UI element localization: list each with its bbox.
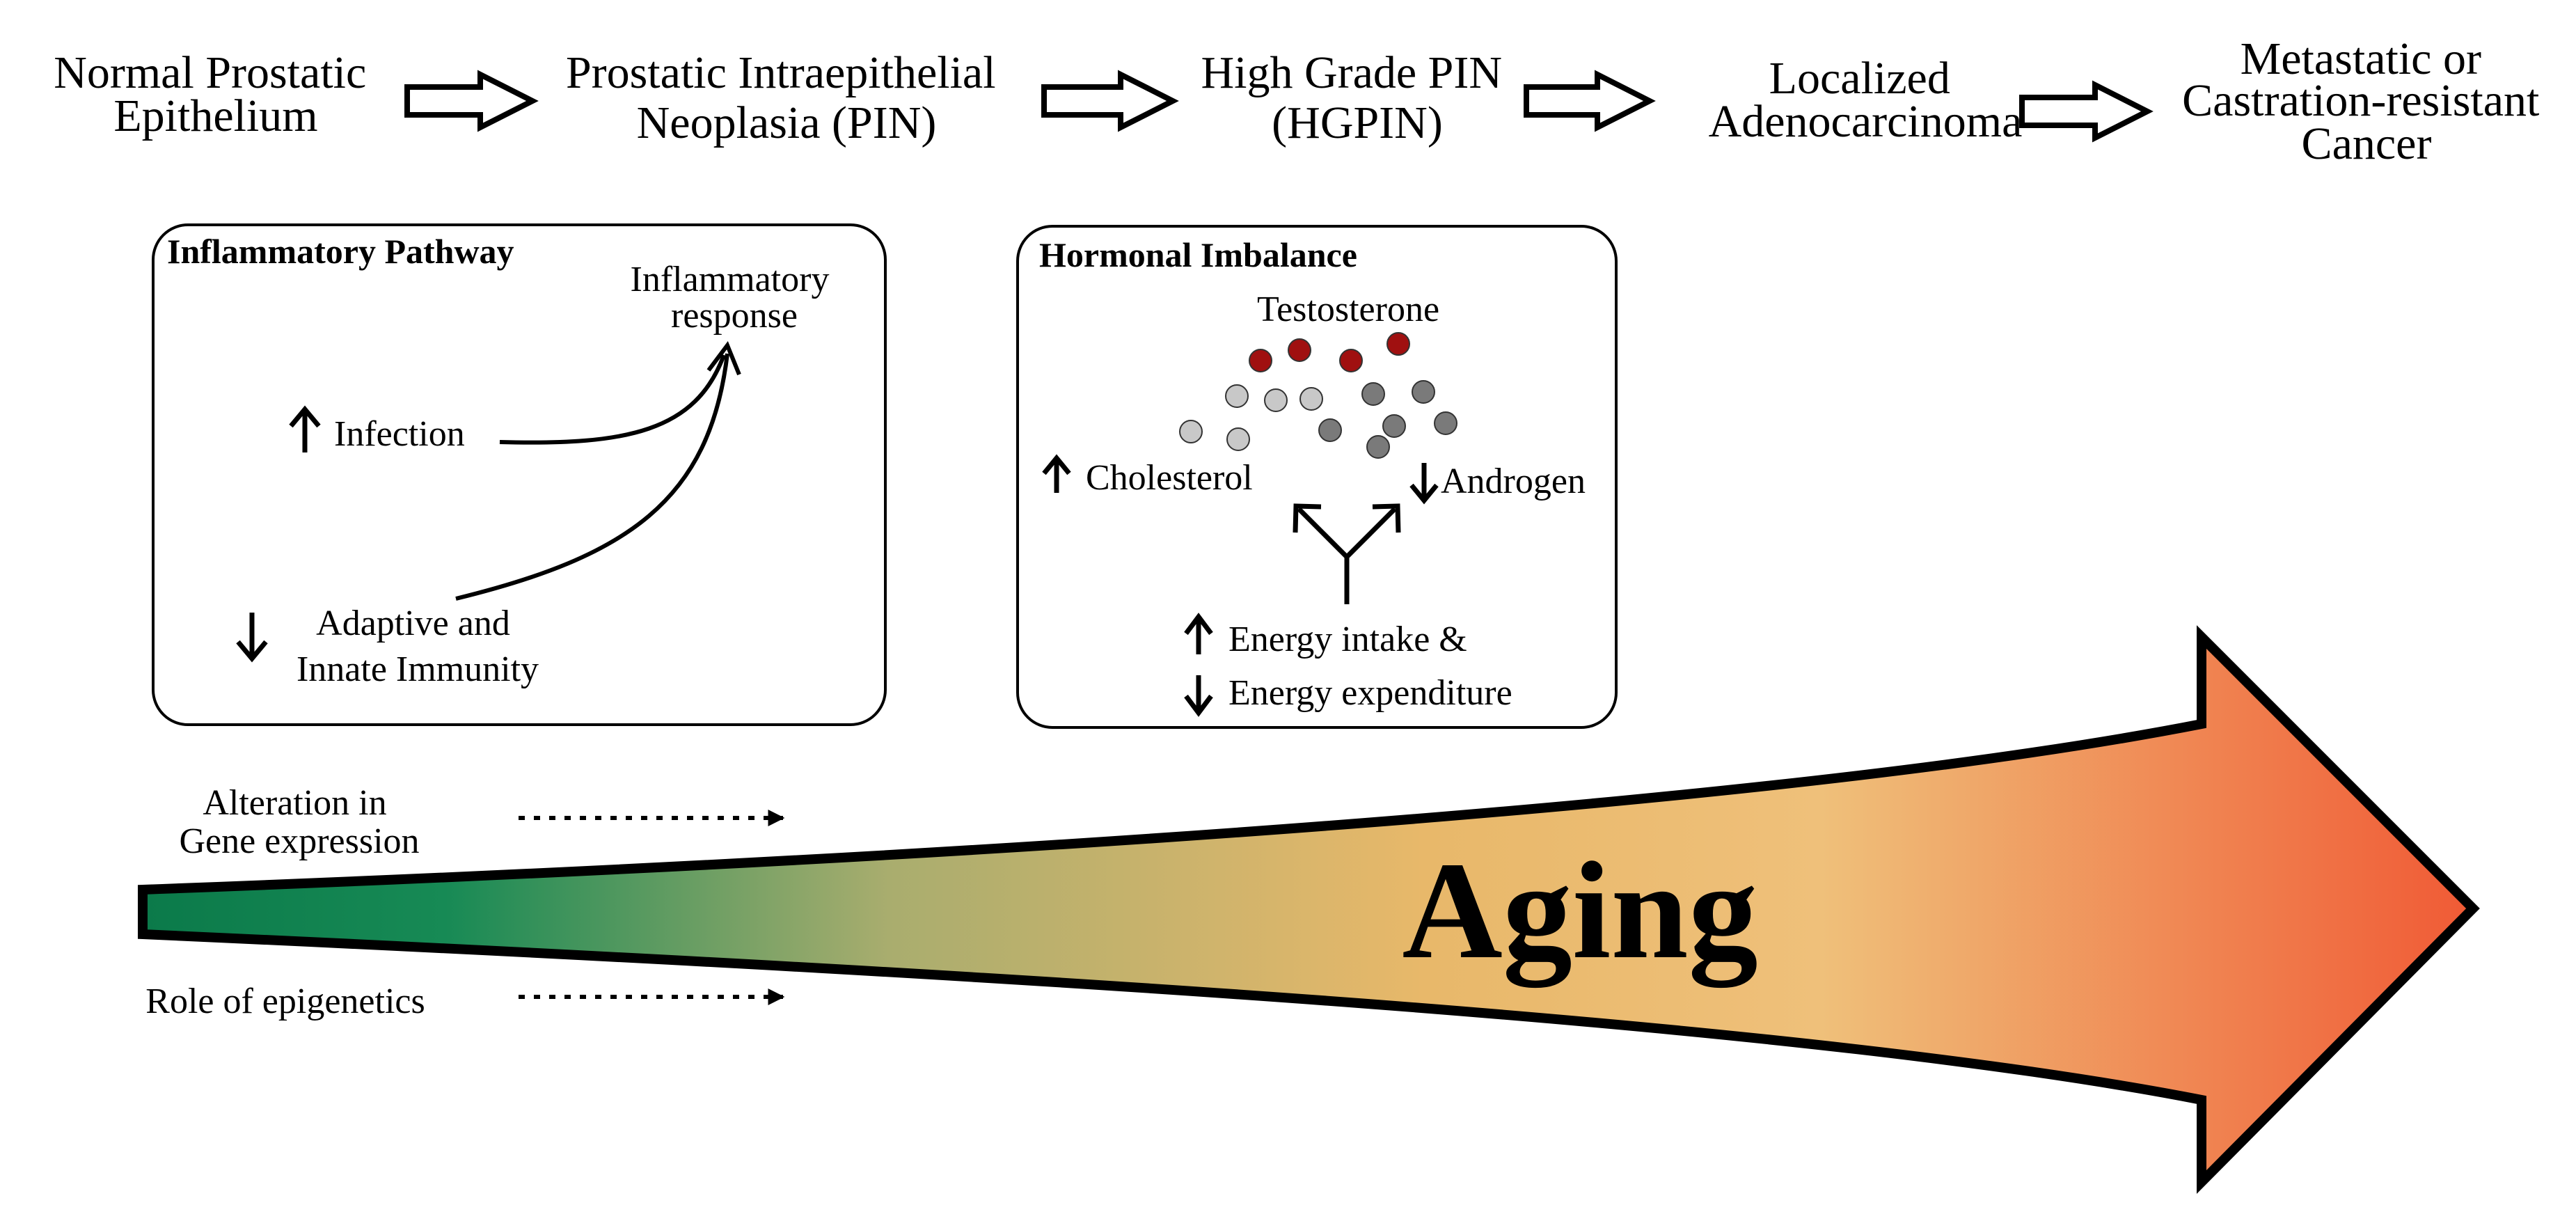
aging-label: Aging: [1402, 834, 1757, 988]
label-line: Gene expression: [179, 821, 419, 861]
testosterone-molecule: [1339, 349, 1363, 372]
stage-arrow-1: [404, 70, 539, 132]
stage-line: (HGPIN): [1272, 97, 1443, 148]
stage-line: Adenocarcinoma: [1709, 96, 2023, 147]
stage-normal-epithelium: Normal Prostatic Epithelium: [54, 47, 378, 141]
stage-line: High Grade PIN: [1201, 47, 1502, 98]
stage-line: Neoplasia (PIN): [637, 97, 937, 148]
infection-label: Infection: [334, 414, 465, 454]
testosterone-molecule: [1249, 349, 1272, 372]
cholesterol-molecule: [1264, 388, 1288, 412]
cholesterol-molecule: [1226, 427, 1250, 451]
cholesterol-molecule: [1179, 420, 1203, 443]
stage-arrow-3: [1524, 70, 1656, 132]
energy-expenditure-label: Energy expenditure: [1228, 673, 1512, 713]
stage-line: Normal Prostatic: [54, 47, 366, 98]
stage-localized-adenocarcinoma: Localized Adenocarcinoma: [1709, 53, 2023, 147]
stage-line: Metastatic or: [2241, 33, 2481, 84]
stage-line: Localized: [1769, 53, 1950, 104]
androgen-molecule: [1318, 418, 1342, 442]
androgen-molecule: [1361, 382, 1385, 406]
decrease-arrow-icon: [1184, 675, 1213, 717]
hormone-molecule-cluster: [1179, 332, 1457, 459]
inflammatory-response-label: Inflammatory response: [631, 260, 839, 336]
immunity-to-response-arrow: [455, 353, 729, 601]
aging-arrow: Aging: [138, 625, 2480, 1194]
label-line: Inflammatory: [631, 260, 830, 299]
epigenetics-label: Role of epigenetics: [145, 982, 425, 1021]
stage-metastatic-cancer: Metastatic or Castration-resistant Cance…: [2182, 33, 2551, 169]
gene-expression-label: Alteration in Gene expression: [179, 783, 419, 861]
increase-arrow-icon: [289, 405, 321, 452]
testosterone-molecule: [1288, 338, 1311, 362]
androgen-label: Androgen: [1441, 462, 1586, 501]
inflammatory-pathway-box: Inflammatory Pathway Inflammatory respon…: [152, 223, 887, 726]
inflammatory-box-frame: [152, 223, 887, 726]
hormonal-imbalance-box: Hormonal Imbalance Testosterone Choleste…: [1016, 225, 1618, 729]
cholesterol-label: Cholesterol: [1086, 458, 1253, 498]
stage-line: Castration-resistant: [2182, 75, 2539, 126]
decrease-arrow-icon: [1409, 463, 1439, 505]
aging-factors: Alteration in Gene expression Role of ep…: [145, 783, 785, 1021]
stage-line: Cancer: [2302, 118, 2432, 169]
cholesterol-molecule: [1299, 387, 1323, 411]
androgen-molecule: [1382, 414, 1406, 438]
label-line: response: [671, 296, 798, 336]
decrease-arrow-icon: [236, 613, 268, 663]
immunity-label: Adaptive and Innate Immunity: [297, 604, 539, 689]
hormonal-box-frame: [1016, 225, 1618, 729]
cholesterol-molecule: [1225, 384, 1249, 408]
infection-to-response-arrow: [499, 354, 726, 445]
androgen-molecule: [1412, 380, 1435, 404]
stage-line: Epithelium: [113, 90, 317, 141]
stage-arrow-4: [2019, 80, 2154, 143]
label-line: Innate Immunity: [297, 649, 539, 689]
response-arrowhead-icon: [706, 340, 741, 376]
label-line: Alteration in: [203, 783, 386, 823]
stage-pin: Prostatic Intraepithelial Neoplasia (PIN…: [566, 47, 1007, 148]
testosterone-molecule: [1386, 332, 1410, 356]
stage-line: Prostatic Intraepithelial: [566, 47, 996, 98]
testosterone-label: Testosterone: [1257, 290, 1439, 329]
split-arrow-icon: [1293, 503, 1401, 604]
hormonal-title: Hormonal Imbalance: [1039, 235, 1357, 274]
androgen-molecule: [1366, 435, 1390, 459]
androgen-molecule: [1434, 411, 1457, 435]
progression-stages: Normal Prostatic Epithelium Prostatic In…: [54, 33, 2551, 169]
stage-arrow-2: [1041, 70, 1179, 132]
stage-hgpin: High Grade PIN (HGPIN): [1201, 47, 1513, 148]
increase-arrow-icon: [1184, 613, 1213, 654]
label-line: Adaptive and: [316, 604, 510, 643]
increase-arrow-icon: [1042, 454, 1071, 493]
energy-intake-label: Energy intake &: [1228, 620, 1467, 659]
inflammatory-title: Inflammatory Pathway: [167, 232, 514, 271]
aging-gradient-arrow-shape: [138, 625, 2480, 1194]
